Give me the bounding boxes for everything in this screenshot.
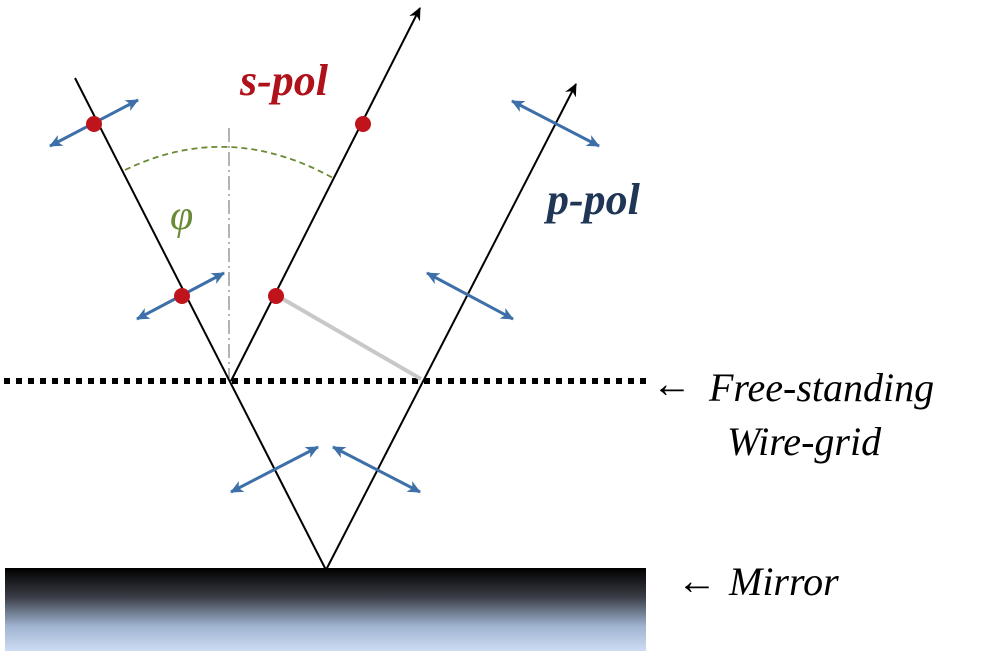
s-pol-dot	[268, 288, 284, 304]
mirror-arrow-icon: ←	[677, 558, 717, 603]
s-pol-dot	[86, 116, 102, 132]
s-pol-dot	[355, 116, 371, 132]
pol-arrow	[230, 445, 319, 494]
wire-grid-arrow-icon: ←	[652, 361, 692, 406]
pol-arrow	[332, 445, 421, 494]
pol-arrow	[426, 271, 514, 321]
phi-label: φ	[170, 193, 193, 239]
path-offset-segment	[274, 293, 423, 381]
wire-grid-label-line2: Wire-grid	[727, 419, 882, 464]
incident-ray	[74, 77, 327, 571]
reflected-p-ray	[325, 83, 577, 571]
mirror-label: Mirror	[728, 559, 839, 604]
wire-grid-label-line1: Free-standing	[708, 365, 934, 410]
p-pol-label: p-pol	[543, 175, 641, 224]
mirror-surface	[5, 568, 646, 651]
reflected-s-ray	[230, 7, 421, 382]
s-pol-dot	[174, 288, 190, 304]
pol-arrow	[511, 99, 600, 148]
s-pol-label: s-pol	[239, 56, 329, 105]
